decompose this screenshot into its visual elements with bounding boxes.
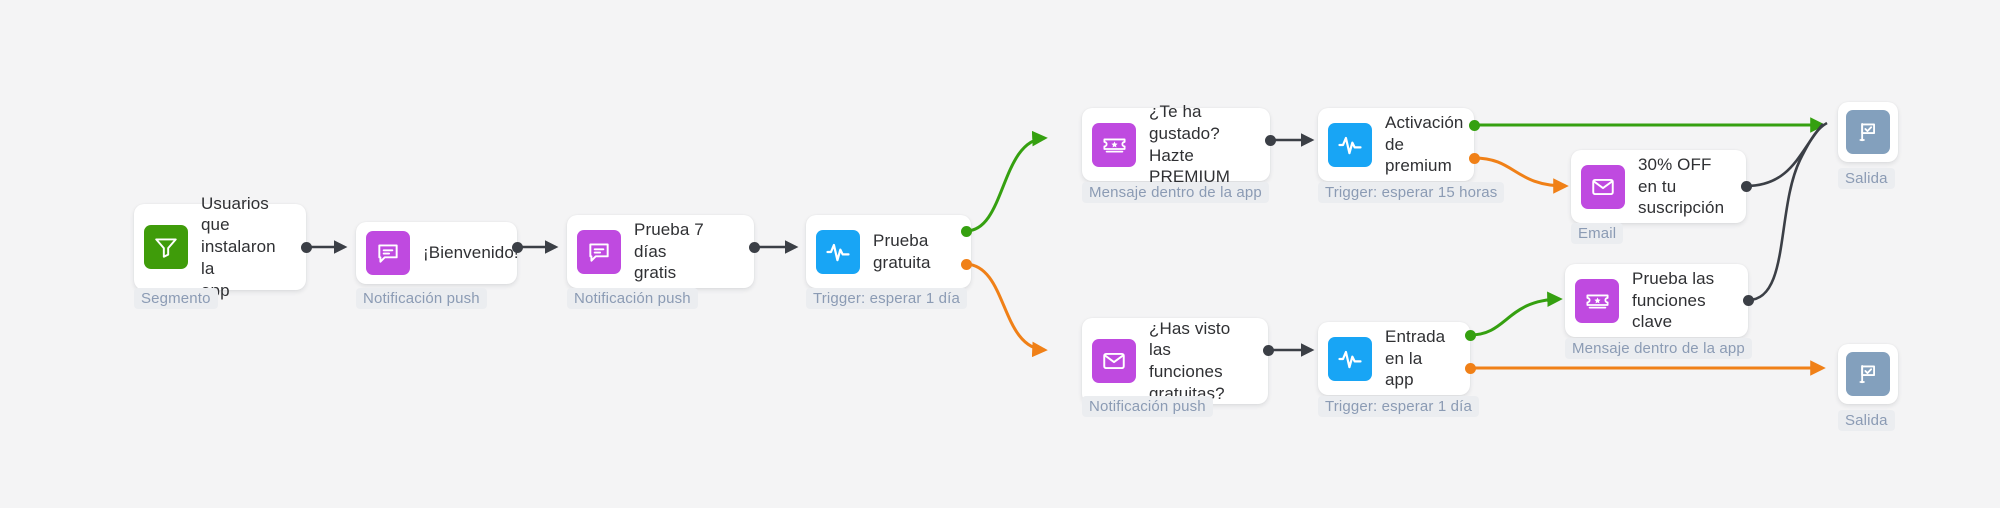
node-trial-7-days[interactable]: Prueba 7 días gratis — [567, 215, 754, 288]
edge-free-trial-yes-to-premium-promo — [965, 130, 1048, 233]
chat-bubble-icon — [366, 231, 410, 275]
node-discount-email[interactable]: 30% OFF en tu suscripción — [1571, 150, 1746, 223]
chat-bubble-icon — [577, 229, 621, 274]
node-title: Activación de premium — [1385, 112, 1464, 176]
envelope-icon — [1092, 339, 1136, 383]
node-app-entry-trigger[interactable]: Entrada en la app — [1318, 322, 1470, 395]
ticket-star-icon — [1092, 122, 1136, 167]
sublabel-segment: Segmento — [134, 288, 218, 309]
edge-free-trial-no-to-free-features — [965, 262, 1048, 358]
edge-app-entry-yes-to-key-features — [1469, 291, 1563, 337]
node-key-features-message[interactable]: Prueba las funciones clave — [1565, 264, 1748, 337]
pulse-icon — [816, 229, 860, 274]
edge-key-features-to-exit-top — [1747, 121, 1828, 302]
sublabel-welcome: Notificación push — [356, 288, 487, 309]
flag-check-icon — [1846, 110, 1890, 154]
port-out-app-entry-no[interactable] — [1465, 363, 1476, 374]
funnel-icon — [144, 225, 188, 269]
sublabel-free-trial-trigger: Trigger: esperar 1 día — [806, 288, 967, 309]
port-out-activation-no[interactable] — [1469, 153, 1480, 164]
node-welcome[interactable]: ¡Bienvenido! — [356, 222, 519, 284]
sublabel-discount-email: Email — [1571, 223, 1624, 244]
node-title: Prueba gratuita — [873, 230, 931, 272]
node-title: ¿Has visto las funciones gratuitas? — [1149, 318, 1231, 403]
sublabel-trial-7-days: Notificación push — [567, 288, 698, 309]
port-out-discount-email[interactable] — [1741, 181, 1752, 192]
node-premium-activation-trigger[interactable]: Activación de premium — [1318, 108, 1474, 181]
sublabel-premium-activation-trigger: Trigger: esperar 15 horas — [1318, 182, 1505, 203]
node-title: ¡Bienvenido! — [423, 243, 519, 263]
node-segment[interactable]: Usuarios que instalaron la app — [134, 194, 306, 300]
flag-check-icon — [1846, 352, 1890, 396]
node-exit-bottom[interactable] — [1838, 344, 1898, 404]
sublabel-key-features-message: Mensaje dentro de la app — [1565, 338, 1752, 359]
node-title: Prueba las funciones clave — [1632, 268, 1715, 332]
node-premium-promo[interactable]: ¿Te ha gustado? Hazte PREMIUM — [1082, 102, 1270, 186]
port-out-premium-promo[interactable] — [1265, 135, 1276, 146]
pulse-icon — [1328, 122, 1372, 167]
sublabel-free-features-push: Notificación push — [1082, 396, 1213, 417]
sublabel-app-entry-trigger: Trigger: esperar 1 día — [1318, 396, 1479, 417]
port-out-trial-7-days[interactable] — [749, 242, 760, 253]
ticket-star-icon — [1575, 278, 1619, 323]
port-out-app-entry-yes[interactable] — [1465, 330, 1476, 341]
envelope-icon — [1581, 164, 1625, 209]
pulse-icon — [1328, 336, 1372, 381]
sublabel-exit-top: Salida — [1838, 168, 1895, 189]
node-free-trial-trigger[interactable]: Prueba gratuita — [806, 215, 971, 288]
port-out-activation-yes[interactable] — [1469, 120, 1480, 131]
port-out-free-features-push[interactable] — [1263, 345, 1274, 356]
sublabel-premium-promo: Mensaje dentro de la app — [1082, 182, 1269, 203]
port-out-free-trial-yes[interactable] — [961, 226, 972, 237]
sublabel-exit-bottom: Salida — [1838, 410, 1895, 431]
port-out-key-features-message[interactable] — [1743, 295, 1754, 306]
node-title: 30% OFF en tu suscripción — [1638, 154, 1725, 218]
node-title: ¿Te ha gustado? Hazte PREMIUM — [1149, 102, 1230, 187]
port-out-welcome[interactable] — [512, 242, 523, 253]
edge-discount-email-to-exit-top — [1745, 123, 1824, 188]
port-out-free-trial-no[interactable] — [961, 259, 972, 270]
node-free-features-push[interactable]: ¿Has visto las funciones gratuitas? — [1082, 318, 1268, 404]
node-title: Usuarios que instalaron la app — [201, 193, 276, 300]
node-title: Prueba 7 días gratis — [634, 219, 704, 283]
node-exit-top[interactable] — [1838, 102, 1898, 162]
node-title: Entrada en la app — [1385, 326, 1446, 390]
port-out-segment[interactable] — [301, 242, 312, 253]
